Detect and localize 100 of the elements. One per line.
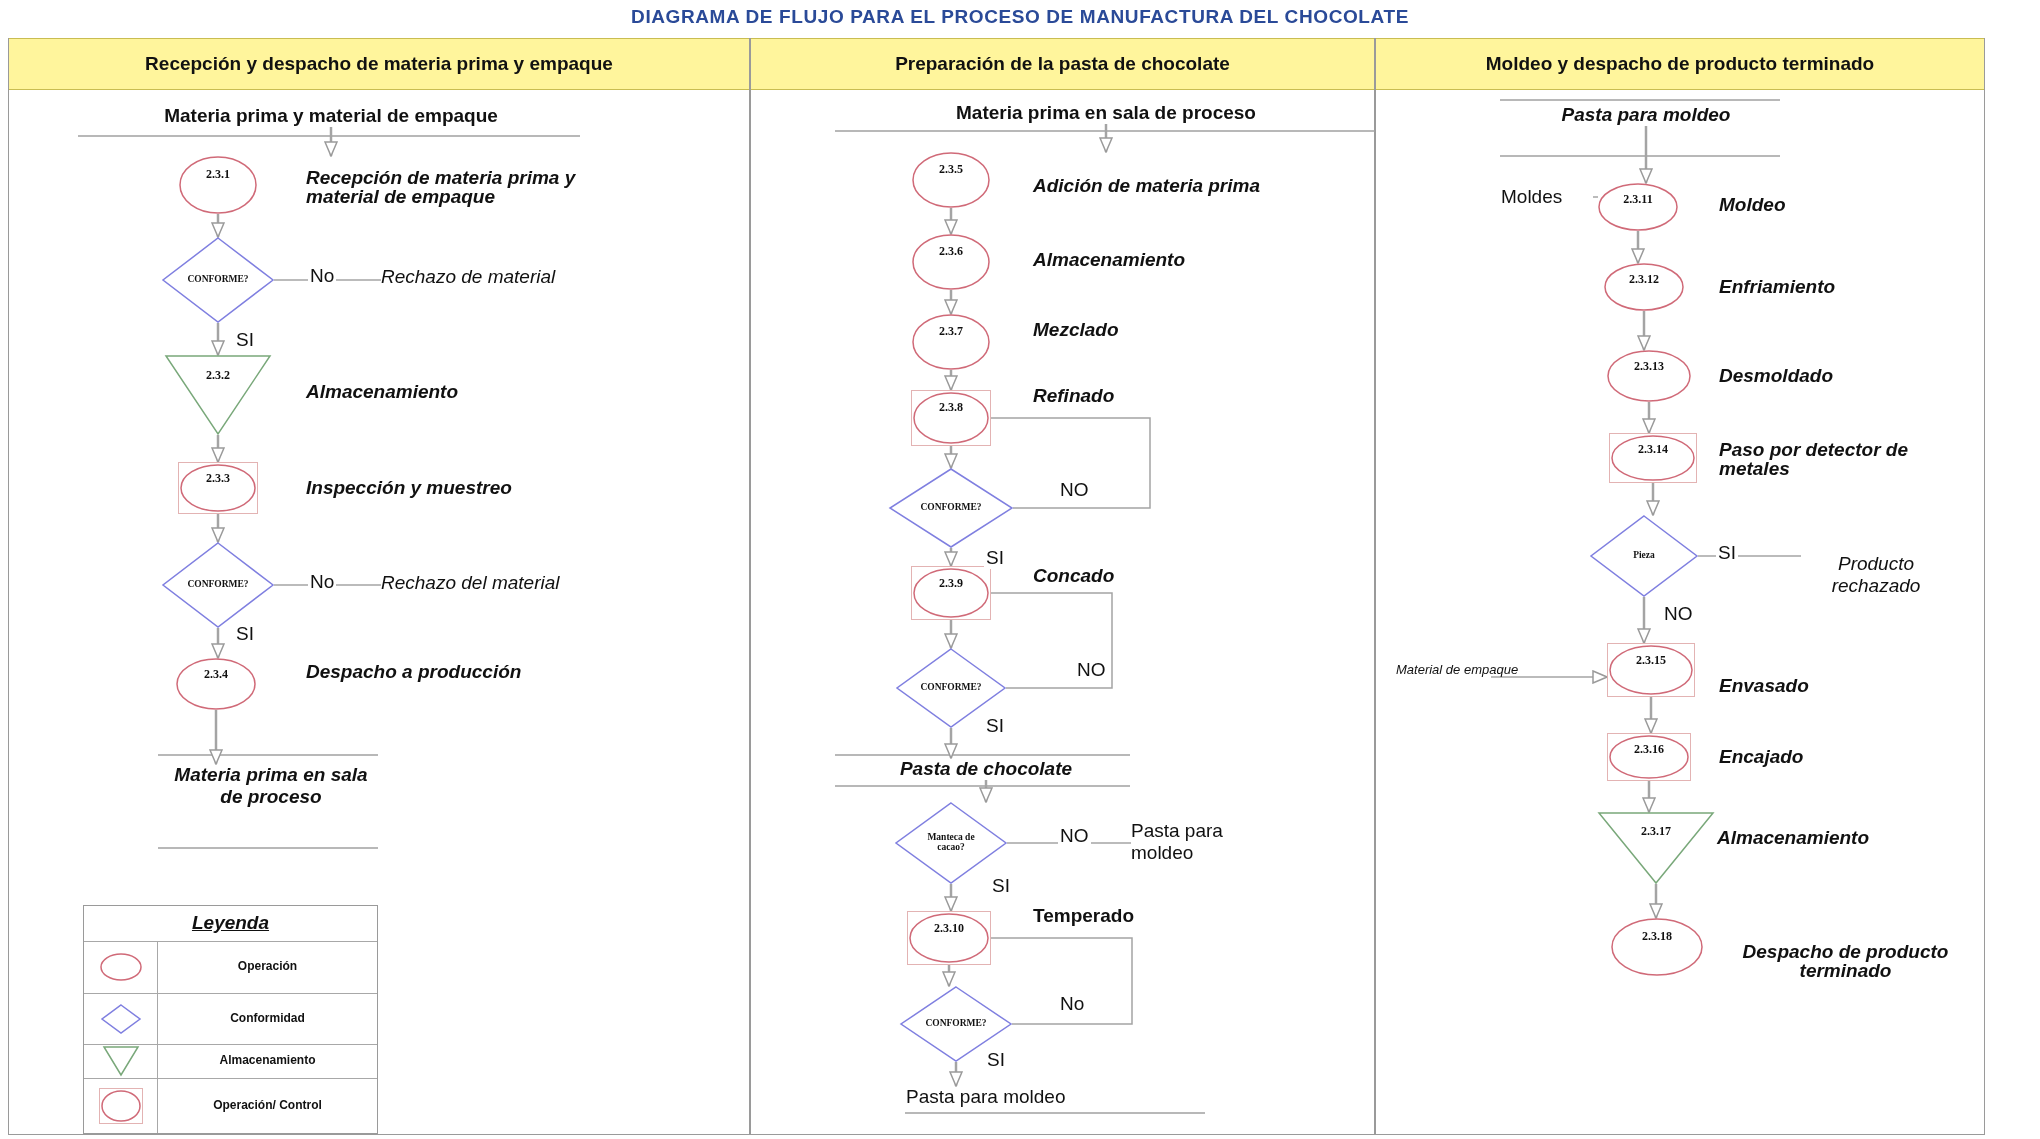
step-number: 2.3.9 xyxy=(938,576,964,590)
control-operation-symbol xyxy=(911,390,991,446)
step-number: 2.3.12 xyxy=(1628,272,1660,286)
legend-title: Leyenda xyxy=(190,912,271,934)
operation-circle xyxy=(1598,183,1678,231)
decision-question: Pieza xyxy=(1632,551,1656,561)
operation-circle xyxy=(912,234,990,290)
step-description: Enfriamiento xyxy=(1719,277,1837,296)
flow-label: Rechazo de material xyxy=(381,266,651,288)
flow-arrow xyxy=(942,965,956,987)
flow-label: Materia prima y material de empaque xyxy=(81,105,581,127)
flow-arrow xyxy=(944,548,958,567)
operation-circle xyxy=(179,156,257,214)
lane-header: Moldeo y despacho de producto terminado xyxy=(1376,38,1984,90)
flow-arrow xyxy=(1637,311,1651,351)
flow-arrow xyxy=(209,710,223,765)
connector-line xyxy=(1697,555,1802,557)
step-number: 2.3.18 xyxy=(1641,929,1673,943)
step-description: Encajado xyxy=(1719,747,1805,766)
flow-arrow xyxy=(944,620,958,649)
decision-diamond xyxy=(1590,515,1698,597)
flow-arrow xyxy=(944,370,958,391)
flow-arrow xyxy=(211,435,225,463)
control-operation-symbol xyxy=(1609,433,1697,483)
decision-diamond xyxy=(889,468,1013,548)
legend-label: Conformidad xyxy=(229,1010,306,1025)
lane-header: Preparación de la pasta de chocolate xyxy=(751,38,1374,90)
legend-label: Almacenamiento xyxy=(218,1053,317,1067)
step-description: Despacho de producto terminado xyxy=(1741,942,1950,980)
decision-question: CONFORME? xyxy=(919,683,983,693)
flow-arrow xyxy=(944,290,958,315)
step-description: Recepción de materia prima y material de empaque xyxy=(306,168,577,206)
step-number: 2.3.3 xyxy=(205,472,231,485)
operation-circle xyxy=(1604,263,1684,311)
flow-arrow xyxy=(944,446,958,469)
flow-label: Rechazo del material xyxy=(381,572,651,594)
decision-diamond xyxy=(162,237,274,323)
connector-line xyxy=(990,417,1151,509)
step-description: Adición de materia prima xyxy=(1033,176,1261,195)
flow-arrow xyxy=(211,628,225,659)
lane-header: Recepción y despacho de materia prima y empaque xyxy=(9,38,749,90)
step-number: 2.3.14 xyxy=(1637,443,1669,456)
step-description: Envasado xyxy=(1719,676,1810,695)
operation-circle xyxy=(176,658,256,710)
storage-triangle xyxy=(165,355,271,435)
step-description: Desmoldado xyxy=(1719,366,1835,385)
decision-question: Manteca de cacao? xyxy=(926,833,976,853)
flow-arrow xyxy=(944,884,958,912)
step-number: 2.3.16 xyxy=(1633,742,1665,756)
legend-label: Operación xyxy=(236,959,299,973)
step-description: Paso por detector de metales xyxy=(1719,440,1909,478)
step-description: Almacenamiento xyxy=(1033,250,1187,269)
decision-question: CONFORME? xyxy=(924,1019,988,1029)
connector-line xyxy=(990,592,1113,689)
operation-circle xyxy=(1607,350,1691,402)
flow-arrow xyxy=(1639,126,1653,184)
diagram-title: DIAGRAMA DE FLUJO PARA EL PROCESO DE MANUFACTURA DEL CHOCOLATE xyxy=(630,6,1410,28)
control-operation-symbol xyxy=(178,462,258,514)
step-number: 2.3.17 xyxy=(1640,824,1672,838)
flow-label: Materia prima en sala de proceso xyxy=(161,764,381,808)
step-number: 2.3.15 xyxy=(1635,653,1667,667)
flow-label: Moldes xyxy=(1501,186,1593,208)
flow-arrow xyxy=(211,323,225,356)
flow-arrow xyxy=(211,214,225,238)
step-number: 2.3.5 xyxy=(938,163,964,176)
step-description: Inspección y muestreo xyxy=(306,478,513,497)
flow-arrow xyxy=(1649,884,1663,919)
step-description: Almacenamiento xyxy=(306,382,460,401)
flow-arrow xyxy=(944,728,958,759)
flow-label: Material de empaque xyxy=(1396,662,1586,677)
flow-arrow xyxy=(979,780,993,803)
step-number: 2.3.8 xyxy=(938,401,964,414)
step-number: 2.3.2 xyxy=(205,369,231,382)
flow-arrow xyxy=(1644,697,1658,734)
decision-diamond xyxy=(162,542,274,628)
connector-line xyxy=(990,937,1133,1025)
step-number: 2.3.10 xyxy=(933,921,965,935)
step-description: Temperado xyxy=(1033,906,1135,925)
swimlane-column xyxy=(8,38,750,1135)
step-number: 2.3.6 xyxy=(938,245,964,258)
step-description: Despacho a producción xyxy=(306,662,523,681)
step-description: Refinado xyxy=(1033,386,1116,405)
operation-circle xyxy=(912,152,990,208)
step-number: 2.3.11 xyxy=(1622,192,1654,206)
flow-arrow xyxy=(1490,670,1608,684)
step-description: Concado xyxy=(1033,566,1116,585)
step-number: 2.3.7 xyxy=(938,325,964,338)
edge-label: SI xyxy=(984,548,1006,569)
flow-label: Pasta para moldeo xyxy=(1546,104,1746,126)
flow-arrow xyxy=(1637,597,1651,644)
legend-label: Operación/ Control xyxy=(212,1097,323,1112)
control-operation-symbol xyxy=(1607,643,1695,697)
operation-circle xyxy=(912,314,990,370)
connector-line xyxy=(1592,196,1599,198)
step-number: 2.3.13 xyxy=(1633,360,1665,373)
flow-arrow xyxy=(1646,483,1660,516)
step-description: Mezclado xyxy=(1033,320,1120,339)
storage-triangle xyxy=(1598,812,1714,884)
flow-arrow xyxy=(1642,781,1656,813)
flow-arrow xyxy=(1099,124,1113,153)
